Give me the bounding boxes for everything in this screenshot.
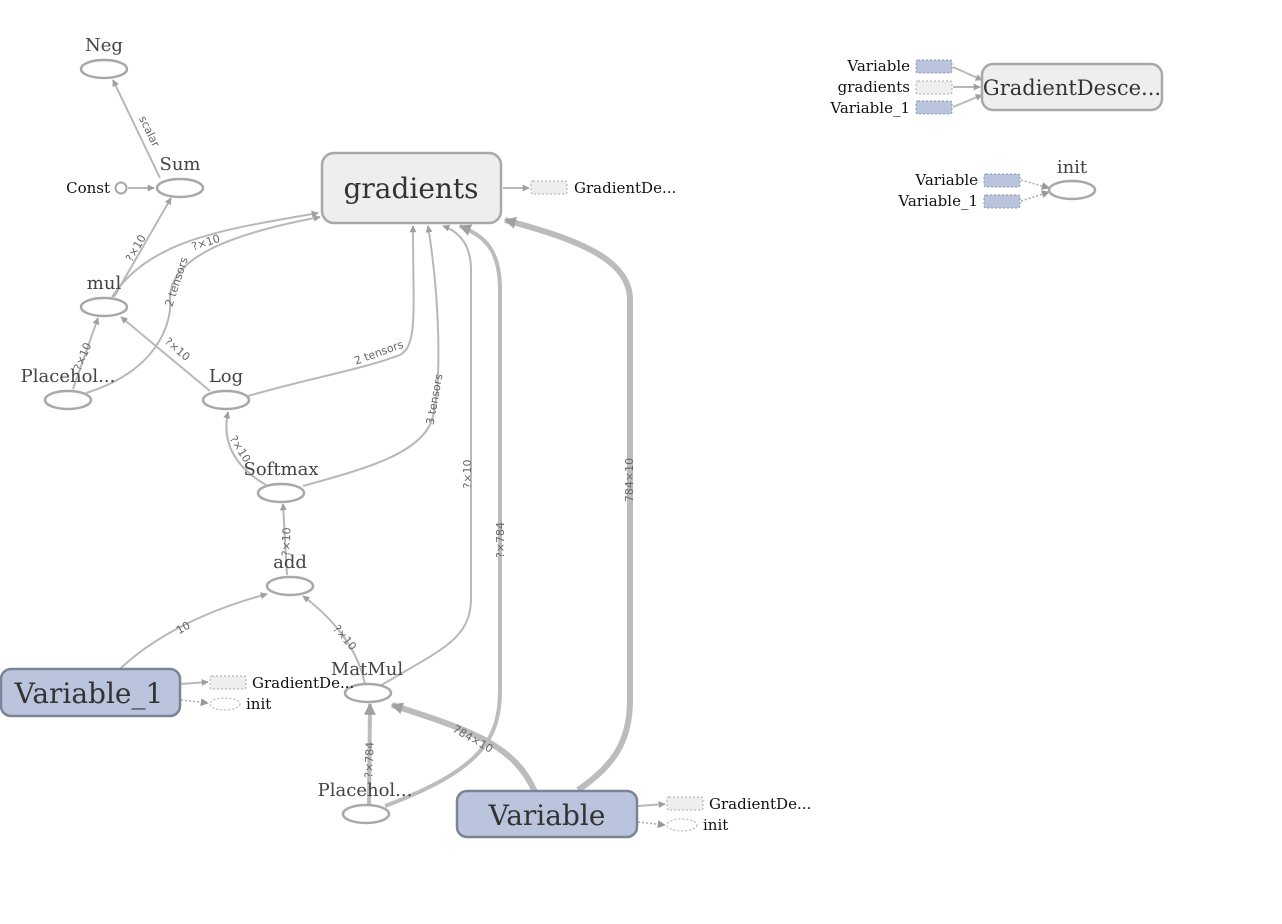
aux-gradients-gd[interactable]: GradientDe... (530, 179, 676, 197)
aux-variable-init[interactable]: init (666, 816, 728, 834)
edge-label-ph-gradients: 2 tensors (163, 255, 191, 308)
edge-matmul-add (302, 595, 366, 685)
aux-variable-gd[interactable]: GradientDe... (666, 795, 811, 813)
node-label: Const (66, 179, 110, 197)
aux-label: init (703, 816, 728, 834)
edge-label-var1-add: 10 (174, 619, 193, 637)
node-log[interactable]: Log (201, 366, 251, 411)
edge-label-log-gradients: 2 tensors (352, 338, 405, 368)
node-gradient-descent[interactable]: GradientDesce... (980, 62, 1164, 112)
edge-variable-gd-aux (637, 800, 666, 808)
aux-gd-in-variable[interactable]: Variable (846, 57, 953, 75)
edge-mul-sum (113, 197, 172, 298)
node-variable[interactable]: Variable (455, 789, 639, 839)
edge-label-ph2-matmul: ?×784 (362, 742, 376, 778)
node-gradients[interactable]: gradients (320, 151, 503, 225)
node-label: init (1057, 157, 1088, 178)
edge-label-variable-gradients: 784×10 (623, 458, 636, 502)
node-sum[interactable]: Sum (155, 154, 205, 199)
edge-label-softmax-gradients: 3 tensors (424, 373, 446, 426)
aux-label: Variable_1 (897, 192, 978, 210)
aux-gd-in-gradients[interactable]: gradients (838, 78, 953, 96)
edge-label-matmul-gradients: ?×10 (461, 459, 474, 488)
aux-label: gradients (838, 78, 910, 96)
node-label: GradientDesce... (983, 76, 1161, 100)
edge-placeholder-gradients (85, 214, 321, 394)
aux-gd-in-variable_1[interactable]: Variable_1 (829, 99, 953, 117)
node-placeholder-top[interactable]: Placehol... (21, 366, 116, 411)
node-label: Variable (488, 799, 606, 832)
edge-placeholder-matmul (363, 702, 376, 805)
node-placeholder-bottom[interactable]: Placehol... (318, 780, 413, 825)
edge-label-add-softmax: ?×10 (279, 527, 293, 556)
node-label: add (273, 552, 307, 573)
node-variable_1[interactable]: Variable_1 (0, 667, 182, 718)
edge-placeholder-gradients-bottom (384, 224, 502, 808)
edge-log-gradients (247, 225, 417, 397)
edge-softmax-log (223, 411, 267, 486)
edge-variable_1-gd-aux (180, 678, 209, 686)
edge-label-sum-neg: scalar (136, 114, 162, 150)
edge-matmul-gradients (379, 224, 472, 687)
node-mul[interactable]: mul (79, 273, 129, 318)
aux-label: Variable (846, 57, 910, 75)
edges (72, 66, 1050, 829)
aux-label: Variable (914, 171, 978, 189)
edge-gd-in-variable (952, 66, 983, 81)
node-label: gradients (343, 172, 478, 205)
edge-init-in-variable (1020, 179, 1050, 190)
edge-label-mul-gradients: ?×10 (190, 232, 222, 253)
node-label: Placehol... (318, 780, 413, 801)
edge-softmax-gradients (302, 225, 440, 487)
node-label: Neg (85, 35, 123, 56)
node-const[interactable]: Const (66, 179, 128, 197)
aux-label: init (246, 695, 271, 713)
edge-placeholder-mul (72, 317, 100, 390)
edge-variable-init-aux (637, 820, 666, 829)
aux-label: GradientDe... (574, 179, 676, 197)
edge-variable-matmul (390, 702, 538, 794)
edge-variable_1-add (119, 592, 268, 670)
edge-add-softmax (279, 503, 288, 576)
aux-init-in-variable_1[interactable]: Variable_1 (897, 192, 1021, 210)
node-label: Placehol... (21, 366, 116, 387)
edge-init-in-variable_1 (1020, 190, 1050, 202)
edge-label-ph2-gradients: ?×784 (494, 522, 507, 558)
node-neg[interactable]: Neg (79, 35, 129, 80)
node-label: mul (87, 273, 122, 294)
aux-label: Variable_1 (829, 99, 910, 117)
node-label: Softmax (243, 459, 318, 480)
node-label: Log (209, 366, 243, 387)
node-label: Sum (160, 154, 201, 175)
edge-label-mul-sum: ?×10 (123, 232, 149, 264)
node-add[interactable]: add (265, 552, 315, 597)
aux-label: GradientDe... (709, 795, 811, 813)
aux-label: GradientDe... (252, 674, 354, 692)
aux-init-in-variable[interactable]: Variable (914, 171, 1021, 189)
edge-variable-gradients (503, 216, 633, 793)
edge-label-log-mul: ?×10 (162, 335, 193, 364)
edge-gd-in-variable_1 (952, 94, 983, 108)
node-softmax[interactable]: Softmax (243, 459, 319, 504)
aux-variable_1-init[interactable]: init (209, 695, 271, 713)
node-matmul[interactable]: MatMul (331, 659, 403, 704)
node-init[interactable]: init (1047, 157, 1097, 201)
edge-mul-gradients (111, 210, 319, 298)
node-label: MatMul (331, 659, 403, 680)
edge-sum-neg (112, 79, 161, 179)
edge-label-matmul-add: ?×10 (330, 622, 359, 653)
node-label: Variable_1 (14, 677, 164, 710)
edge-log-mul (120, 316, 211, 392)
edge-variable_1-init-aux (180, 698, 209, 707)
aux-variable_1-gd[interactable]: GradientDe... (209, 674, 354, 692)
